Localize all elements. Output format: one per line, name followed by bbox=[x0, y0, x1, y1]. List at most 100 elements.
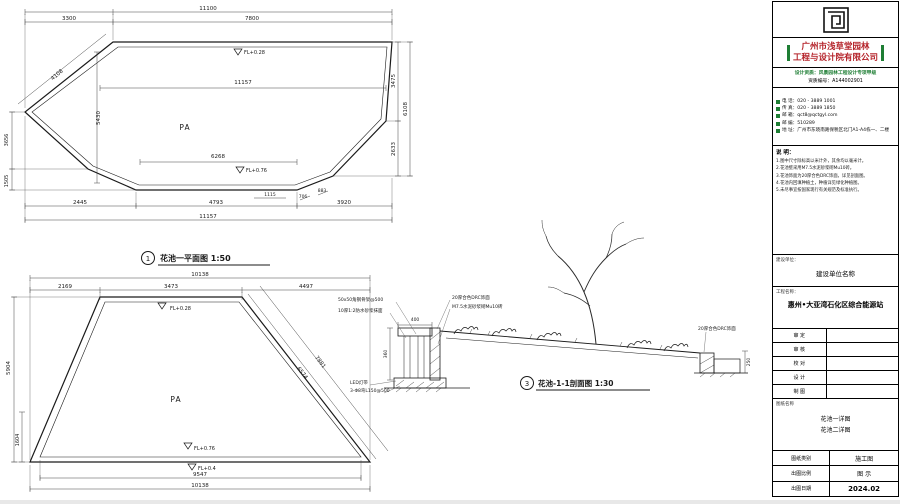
footer-section: 图纸类别 施工图 出图比例 图 示 出图日期 2024.02 bbox=[773, 451, 898, 496]
dim-label: 3300 bbox=[62, 16, 76, 22]
contact-row: 邮 编： 510289 bbox=[776, 121, 895, 127]
contact-value: 广州市东晓南路保税区北门A1-A4栋一、二楼 bbox=[797, 127, 890, 133]
dim-label: 7800 bbox=[245, 16, 259, 22]
signoff-row: 设 计 bbox=[773, 371, 898, 385]
signoff-label: 审 核 bbox=[773, 343, 827, 356]
dim-label: 10138 bbox=[191, 272, 209, 278]
dim-label: 3473 bbox=[164, 284, 178, 290]
drawing-title: 花池一平面图 1:50 bbox=[160, 253, 231, 263]
contact-label: 电 话： bbox=[782, 99, 798, 105]
level-marker-icon bbox=[157, 302, 167, 310]
dim-label: 3475 bbox=[391, 74, 397, 88]
sheet-name-section: 图纸名称 花池一详图 花池二详图 bbox=[773, 399, 898, 451]
signoff-label: 校 对 bbox=[773, 357, 827, 370]
footer-row: 出图比例 图 示 bbox=[773, 466, 898, 482]
level-label: FL+0.4 bbox=[198, 466, 216, 472]
plan1-outline-outer bbox=[24, 41, 393, 191]
phone-icon bbox=[776, 100, 780, 105]
level-marker-icon bbox=[233, 48, 243, 56]
footer-label: 出图日期 bbox=[773, 481, 831, 496]
plan2-drawing: 10138 2169 3473 4497 FL+0.28 PA 5904 160… bbox=[6, 272, 389, 492]
address-icon bbox=[776, 128, 780, 133]
signoff-value-cell bbox=[827, 329, 899, 342]
sheet-name-1: 花池一详图 bbox=[820, 416, 851, 423]
dim-label: 11100 bbox=[199, 6, 217, 12]
contact-section: 电 话： 020 - 3889 1001 传 真： 020 - 3889 185… bbox=[773, 88, 898, 146]
contact-label: 传 真： bbox=[782, 106, 798, 112]
section-dimension-lines bbox=[387, 322, 748, 381]
notes-header: 说 明： bbox=[776, 150, 795, 156]
plan1-drawing: 11100 3300 7800 11157 FL+0.28 4108 5430 … bbox=[4, 6, 413, 223]
level-marker-icon bbox=[183, 442, 193, 450]
dim-label: 1604 bbox=[15, 434, 21, 447]
dim-label: 11157 bbox=[234, 80, 252, 86]
dim-label: 5430 bbox=[96, 111, 102, 125]
dim-label: 400 bbox=[411, 317, 420, 323]
date-value: 2024.02 bbox=[848, 484, 881, 493]
contact-value: 020 - 3889 1001 bbox=[797, 99, 836, 105]
dim-label: 2633 bbox=[391, 142, 397, 156]
annotation-label: 3-Φ8弯L150@500 bbox=[350, 387, 390, 394]
postal-icon bbox=[776, 121, 780, 126]
dim-label: 1115 bbox=[264, 192, 276, 198]
dim-label: 9547 bbox=[193, 472, 207, 478]
plan2-outline-outer bbox=[29, 296, 372, 463]
qualification-line: 设计资质：风景园林工程设计专项甲级 bbox=[794, 71, 877, 76]
license-number: 资质编号：A144002901 bbox=[808, 78, 863, 84]
company-name-line2: 工程与设计院有限公司 bbox=[792, 52, 878, 63]
dim-label: 2169 bbox=[58, 284, 72, 290]
signoff-label: 制 图 bbox=[773, 385, 827, 398]
dim-label: 7881 bbox=[313, 355, 326, 370]
shrubs-sketch bbox=[453, 326, 689, 352]
dim-label: 250 bbox=[746, 358, 752, 367]
drawing-title: 花池-1-1剖面图 1:30 bbox=[538, 378, 613, 388]
company-name-line1: 广州市浅草堂园林 bbox=[801, 41, 870, 52]
client-name: 建设单位名称 bbox=[816, 270, 855, 278]
annotation-label: 10厚1:2防水砂浆抹面 bbox=[338, 307, 383, 314]
green-bar-left bbox=[786, 44, 790, 61]
note-line: 2.花池壁采用M7.5水泥砂浆砌Mu10砖。 bbox=[776, 166, 855, 172]
area-label: PA bbox=[179, 123, 190, 132]
project-section: 工程名称： 惠州•大亚湾石化区综合能源站 bbox=[773, 287, 898, 329]
annotation-leaders bbox=[369, 299, 707, 394]
contact-label: 地 址： bbox=[782, 127, 798, 133]
signoff-row: 审 定 bbox=[773, 329, 898, 343]
title-block: 广州市浅草堂园林 工程与设计院有限公司 设计资质：风景园林工程设计专项甲级 资质… bbox=[772, 1, 899, 497]
signoff-value-cell bbox=[827, 385, 899, 398]
green-bar-right bbox=[881, 44, 884, 61]
footer-row: 图纸类别 施工图 bbox=[773, 451, 898, 467]
footer-row: 出图日期 2024.02 bbox=[773, 481, 898, 496]
company-name-section: 广州市浅草堂园林 工程与设计院有限公司 bbox=[773, 38, 898, 68]
plan1-callout: 1 花池一平面图 1:50 bbox=[141, 251, 270, 266]
dim-label: 4108 bbox=[50, 68, 65, 82]
plan1-outline-inner bbox=[31, 46, 388, 186]
note-line: 4.花池内回填种植土，种植详见绿化种植图。 bbox=[776, 180, 862, 186]
dim-label: 4793 bbox=[209, 200, 223, 206]
level-marker-icon bbox=[235, 166, 245, 174]
plan2-dimension-lines bbox=[11, 275, 389, 492]
dim-label: 6574 bbox=[295, 366, 309, 381]
level-label: FL+0.76 bbox=[194, 446, 215, 452]
note-line: 1.图中尺寸除标高以米计外，其余均以毫米计。 bbox=[776, 159, 867, 164]
level-marker-icon bbox=[187, 463, 197, 471]
annotation-label: 20厚合色DRC饰面 bbox=[452, 294, 490, 301]
fax-icon bbox=[776, 107, 780, 112]
level-label: FL+0.28 bbox=[170, 306, 191, 312]
section-curb-detail bbox=[694, 352, 748, 378]
client-section: 建设单位： 建设单位名称 bbox=[773, 255, 898, 287]
callout-number: 3 bbox=[525, 380, 529, 388]
sheet-name-2: 花池二详图 bbox=[820, 427, 851, 435]
plan1-dimension-lines bbox=[9, 9, 413, 223]
area-label: PA bbox=[170, 395, 181, 404]
signoff-row: 校 对 bbox=[773, 357, 898, 371]
section-drawing: 50x50角钢骨架@500 10厚1:2防水砂浆抹面 20厚合色DRC饰面 M7… bbox=[338, 219, 752, 394]
dim-label: 6108 bbox=[403, 102, 409, 116]
client-label: 建设单位： bbox=[776, 258, 799, 263]
notes-section: 说 明： 1.图中尺寸除标高以米计外，其余均以毫米计。 2.花池壁采用M7.5水… bbox=[773, 146, 898, 255]
callout-circle-icon bbox=[520, 376, 534, 390]
level-label: FL+0.28 bbox=[244, 50, 265, 56]
contact-row: 电 话： 020 - 3889 1001 bbox=[776, 99, 895, 105]
footer-label: 图纸类别 bbox=[773, 451, 831, 466]
company-name: 广州市浅草堂园林 工程与设计院有限公司 bbox=[793, 42, 878, 63]
callout-number: 1 bbox=[146, 255, 150, 263]
